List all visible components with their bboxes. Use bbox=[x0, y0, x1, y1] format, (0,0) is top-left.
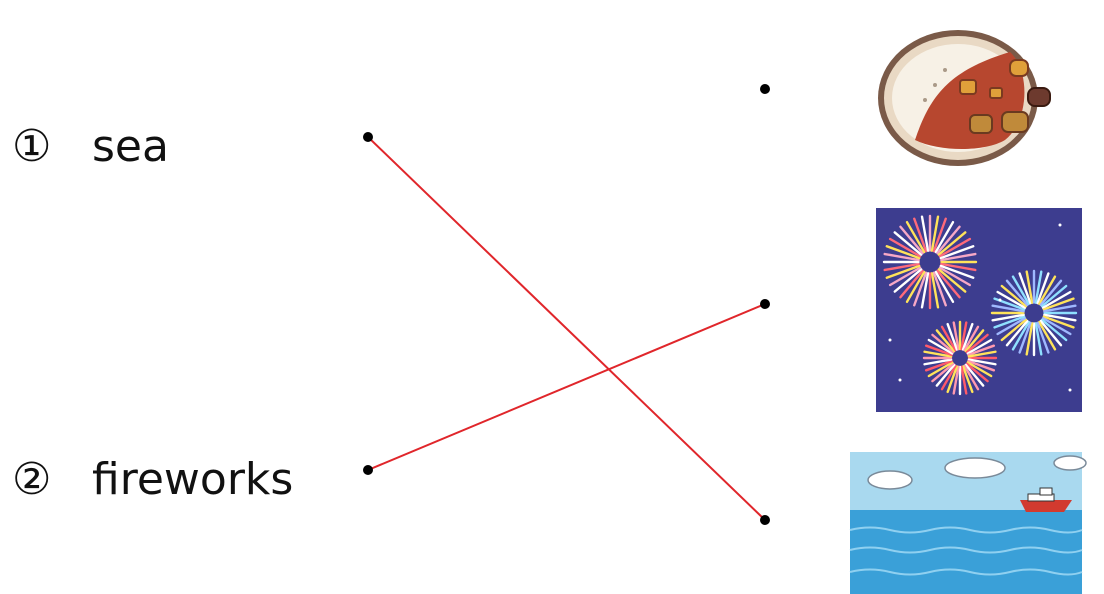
dot-left-sea[interactable] bbox=[363, 132, 373, 142]
item-word-fireworks: fireworks bbox=[92, 454, 294, 505]
fireworks-picture bbox=[876, 208, 1082, 412]
dot-left-fireworks[interactable] bbox=[363, 465, 373, 475]
line-fireworks-to-fireworks bbox=[367, 303, 766, 471]
line-sea-to-boat bbox=[367, 136, 766, 521]
item-number-1: ① bbox=[12, 121, 52, 172]
dot-right-fireworks[interactable] bbox=[760, 299, 770, 309]
curry-rice-picture bbox=[878, 30, 1051, 166]
sea-with-boat-picture bbox=[849, 452, 1087, 594]
item-number-2: ② bbox=[12, 454, 52, 505]
dot-right-curry[interactable] bbox=[760, 84, 770, 94]
dot-right-sea[interactable] bbox=[760, 515, 770, 525]
item-word-sea: sea bbox=[92, 121, 169, 172]
